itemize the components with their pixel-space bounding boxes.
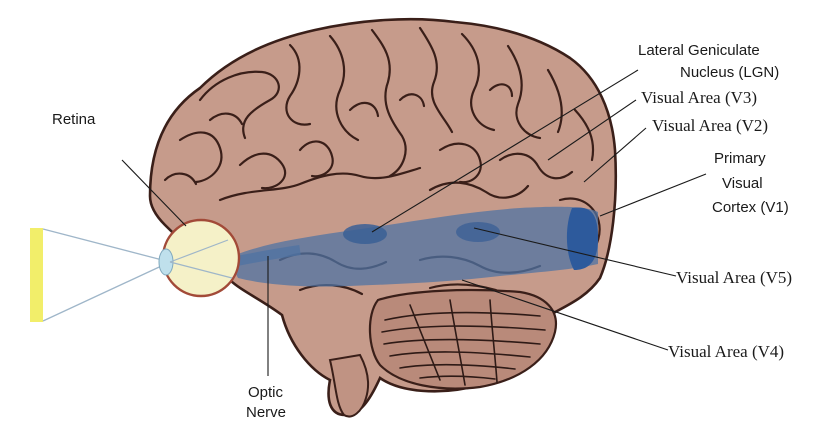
visual-field-ray-top — [43, 229, 170, 262]
label-retina: Retina — [52, 111, 96, 128]
visual-field-bar — [30, 228, 43, 322]
label-optic-nerve-line2: Nerve — [246, 404, 286, 421]
label-optic-nerve-line1: Optic — [248, 384, 284, 401]
label-lgn-line1: Lateral Geniculate — [638, 42, 760, 59]
label-v4: Visual Area (V4) — [668, 342, 784, 361]
v5-highlight — [456, 222, 500, 242]
label-v1-line3: Cortex (V1) — [712, 199, 789, 216]
label-v5: Visual Area (V5) — [676, 268, 792, 287]
label-v1-line2: Visual — [722, 175, 763, 192]
visual-field-ray-bottom — [43, 262, 170, 321]
label-v3: Visual Area (V3) — [641, 88, 757, 107]
label-v1-line1: Primary — [714, 150, 766, 167]
label-lgn-line2: Nucleus (LGN) — [680, 64, 779, 81]
eye — [163, 220, 239, 296]
label-v2: Visual Area (V2) — [652, 116, 768, 135]
